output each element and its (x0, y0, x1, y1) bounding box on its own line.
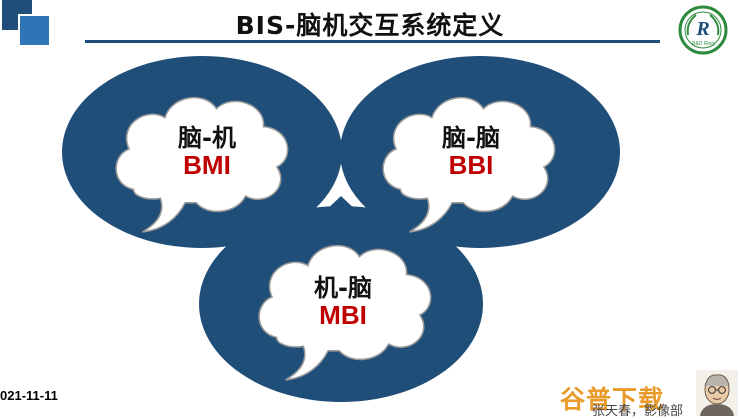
slide-date: 021-11-11 (0, 388, 58, 403)
page-title: BIS-脑机交互系统定义 (235, 11, 505, 40)
presenter-name: 张天春，影像部 (592, 404, 684, 419)
center-triangle (322, 196, 360, 214)
corner-square-light (18, 14, 51, 47)
node-bbi-title: 脑-脑 (442, 124, 500, 152)
corner-decoration (0, 0, 60, 60)
node-mbi-code: MBI (319, 300, 367, 330)
node-mbi-title: 机-脑 (314, 274, 372, 302)
node-bbi-code: BBI (448, 150, 494, 180)
title-underline (85, 40, 660, 43)
logo-caption: R&D Ring (692, 41, 714, 47)
avatar-icon (696, 370, 738, 416)
node-bmi-title: 脑-机 (178, 124, 236, 152)
node-bmi-code: BMI (183, 150, 231, 180)
watermark: 谷普下载 (560, 385, 665, 414)
logo-seal-icon: R R&D Ring (678, 5, 728, 55)
logo-letter: R (695, 18, 709, 40)
